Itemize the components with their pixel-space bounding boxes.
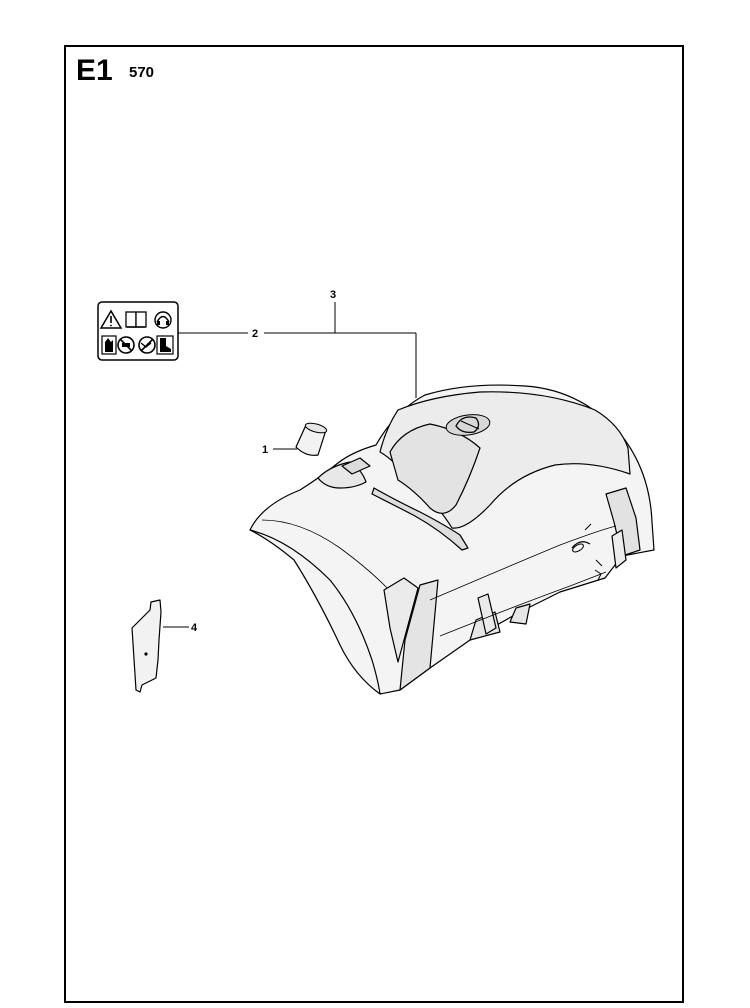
cylinder-cover[interactable] [249, 384, 655, 695]
choke-marking-icon [571, 523, 603, 581]
hearing-protection-icon [154, 311, 172, 329]
brand-logo-icon [445, 414, 491, 436]
boot-icon [156, 335, 174, 355]
warning-decal[interactable] [97, 301, 179, 361]
leader-lines [163, 302, 417, 628]
diagram-frame [64, 45, 684, 1003]
plug-part[interactable] [295, 421, 328, 456]
callout-2[interactable]: 2 [252, 328, 258, 340]
section-code: E1 [76, 54, 113, 87]
warning-triangle-icon [99, 309, 123, 329]
manual-book-icon [125, 311, 147, 328]
model-number: 570 [129, 64, 155, 81]
no-kickback-icon [117, 336, 135, 354]
glove-icon [101, 335, 117, 355]
callout-4[interactable]: 4 [191, 622, 198, 634]
callout-1[interactable]: 1 [262, 444, 268, 456]
saw-chain-icon [138, 336, 156, 354]
cover-plate-part[interactable] [131, 599, 162, 693]
callout-3[interactable]: 3 [330, 289, 336, 301]
